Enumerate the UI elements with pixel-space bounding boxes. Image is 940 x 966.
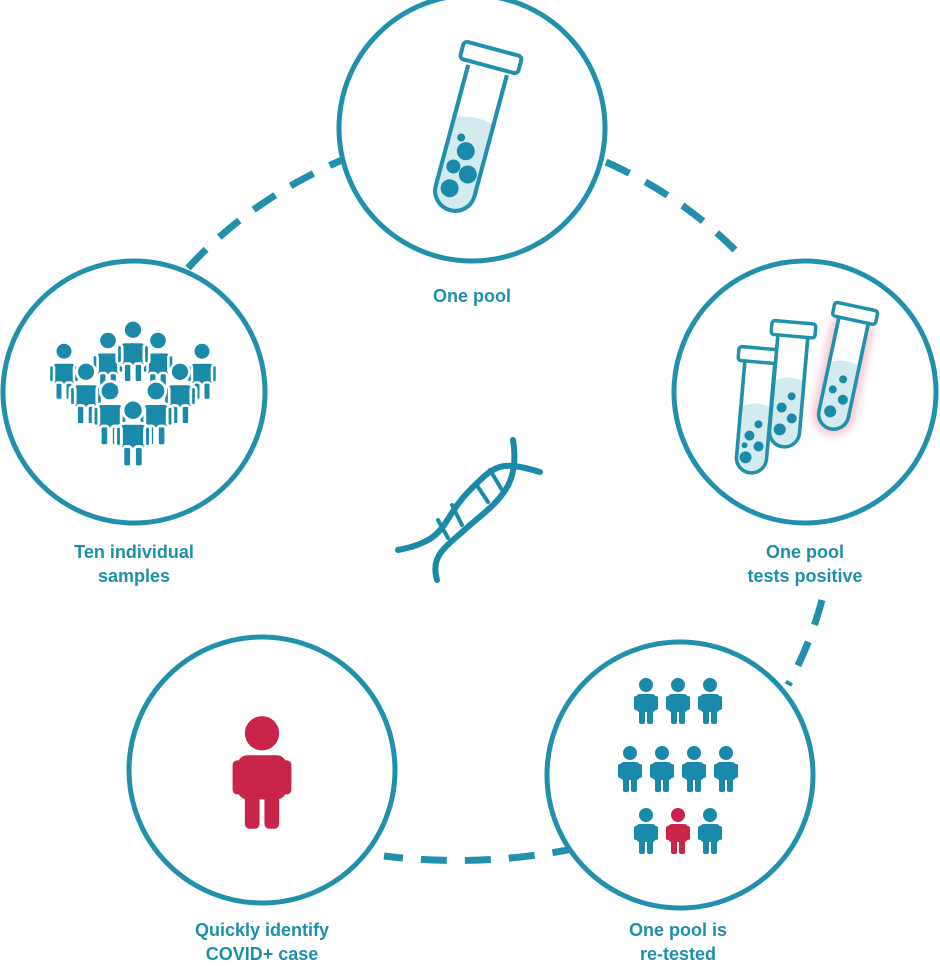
dashed-connectors xyxy=(185,156,826,864)
connector-retest-to-identify xyxy=(383,844,579,864)
label-re-tested-line-1: One pool is xyxy=(628,920,727,940)
label-identify: Quickly identify COVID+ case xyxy=(162,918,362,966)
label-tests-positive: One pool tests positive xyxy=(705,540,905,588)
label-re-tested-line-2: re-tested xyxy=(639,944,717,964)
connector-pool-to-positive xyxy=(604,158,738,253)
circle-samples xyxy=(0,258,268,526)
label-identify-line-1: Quickly identify xyxy=(194,920,330,940)
connector-samples-to-pool xyxy=(185,156,344,271)
circle-tests-positive xyxy=(671,258,939,526)
connector-positive-to-retest xyxy=(784,599,826,687)
label-samples: Ten individual samples xyxy=(34,540,234,588)
label-one-pool-line-1: One pool xyxy=(433,286,511,306)
label-one-pool: One pool xyxy=(372,284,572,308)
label-samples-line-1: Ten individual xyxy=(74,542,194,562)
dna-icon xyxy=(395,437,543,583)
label-re-tested: One pool is re-tested xyxy=(578,918,778,966)
label-identify-line-2: COVID+ case xyxy=(205,944,319,964)
label-tests-positive-line-2: tests positive xyxy=(747,566,863,586)
circle-re-tested xyxy=(544,639,816,911)
test-tube-icon xyxy=(433,39,524,213)
label-samples-line-2: samples xyxy=(97,566,171,586)
three-test-tubes-icon xyxy=(734,300,880,475)
label-tests-positive-line-1: One pool xyxy=(766,542,844,562)
